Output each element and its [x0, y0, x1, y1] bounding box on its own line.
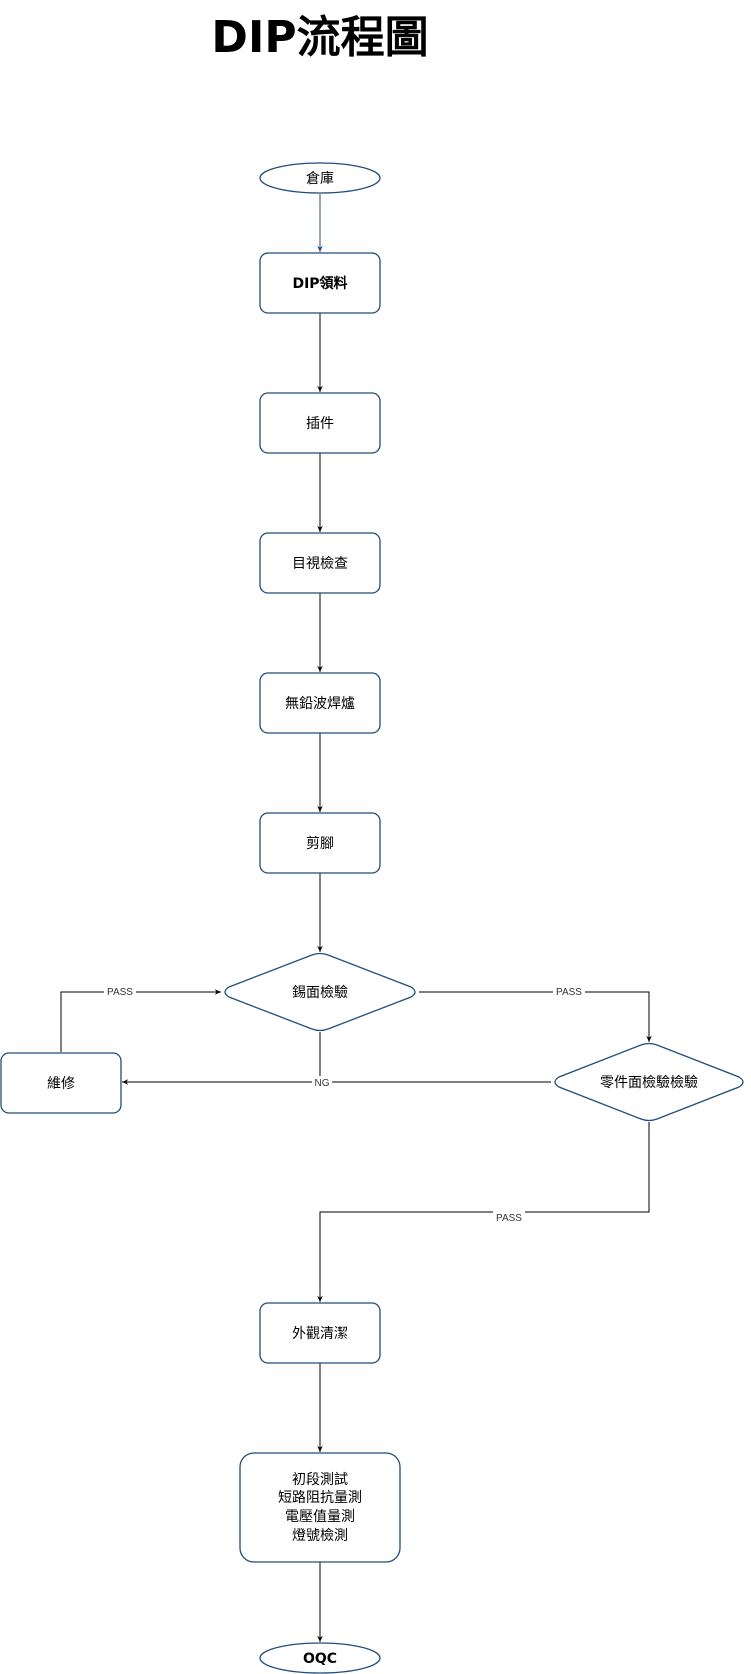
- node-component-inspection-label: 零件面檢驗檢驗: [600, 1074, 698, 1091]
- node-initial-test[interactable]: [239, 1452, 401, 1563]
- edge-component-to-cleaning: [317, 1122, 650, 1302]
- node-component-inspection[interactable]: [554, 1042, 744, 1122]
- node-initial-test-line-1: 初段測試: [292, 1471, 348, 1488]
- node-wave-solder[interactable]: [259, 672, 381, 734]
- edge-label-ng: NG: [315, 1078, 330, 1089]
- node-repair[interactable]: [0, 1052, 122, 1114]
- node-lead-trim-label: 剪腳: [306, 836, 334, 852]
- node-lead-trim[interactable]: [259, 812, 381, 874]
- node-oqc[interactable]: [259, 1642, 381, 1674]
- node-cleaning[interactable]: [259, 1302, 381, 1364]
- node-repair-label: 維修: [47, 1076, 75, 1092]
- node-cleaning-label: 外觀清潔: [292, 1326, 348, 1342]
- node-solder-inspection[interactable]: [224, 952, 416, 1032]
- node-oqc-label: OQC: [303, 1651, 337, 1667]
- node-visual-inspection[interactable]: [259, 532, 381, 594]
- node-solder-inspection-label: 錫面檢驗: [292, 984, 348, 1001]
- node-insertion[interactable]: [259, 392, 381, 454]
- node-initial-test-line-4: 燈號檢測: [292, 1527, 348, 1544]
- node-initial-test-line-2: 短路阻抗量測: [278, 1490, 362, 1506]
- node-insertion-label: 插件: [306, 416, 334, 432]
- edge-solder-to-component: [419, 991, 652, 1042]
- edge-label-pass-repair: PASS: [107, 987, 133, 998]
- node-warehouse-label: 倉庫: [306, 170, 334, 187]
- edge-label-pass-component: PASS: [496, 1213, 522, 1224]
- node-warehouse[interactable]: [259, 162, 381, 194]
- node-visual-inspection-label: 目視檢查: [292, 555, 348, 572]
- node-dip-pickup-label: DIP領料: [292, 275, 347, 292]
- edge-repair-to-solder: [60, 989, 221, 1052]
- node-dip-pickup[interactable]: [259, 252, 381, 314]
- node-initial-test-line-3: 電壓值量測: [285, 1509, 355, 1525]
- edge-label-pass-solder: PASS: [556, 987, 582, 998]
- node-wave-solder-label: 無鉛波焊爐: [285, 696, 355, 712]
- page-title: DIP流程圖: [211, 12, 428, 63]
